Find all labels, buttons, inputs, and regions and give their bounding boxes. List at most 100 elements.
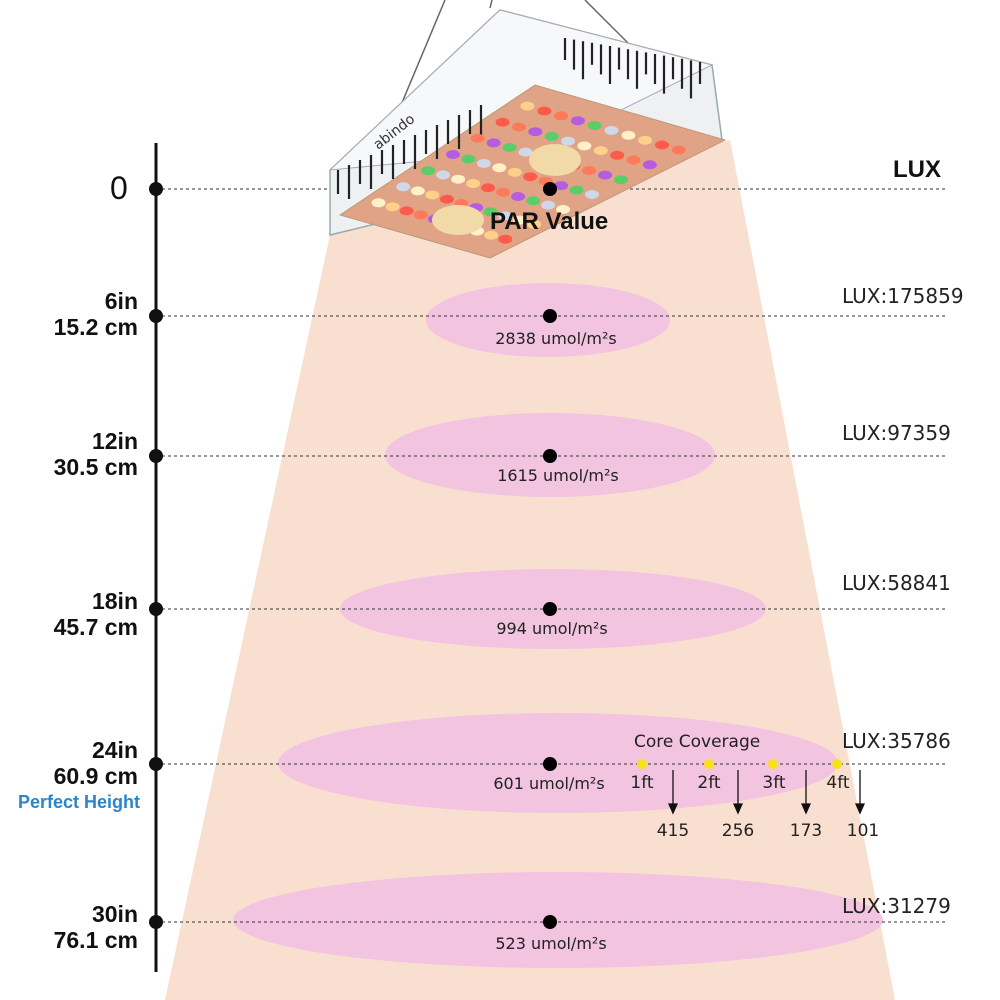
lux-header: LUX <box>893 156 941 183</box>
led-emitter <box>621 130 636 140</box>
coverage-distance-4ft: 4ft <box>826 773 850 793</box>
lux-value-24in: LUX:35786 <box>842 729 951 753</box>
par-value-30in: 523 umol/m²s <box>495 934 607 953</box>
led-emitter <box>466 179 481 188</box>
led-emitter <box>399 206 414 216</box>
height-inches-6in: 6in <box>104 288 138 314</box>
led-emitter <box>582 166 597 175</box>
core-coverage-markers <box>637 759 866 815</box>
par-dot-18in <box>543 602 557 616</box>
coverage-dot-4ft <box>832 759 842 769</box>
led-emitter <box>642 160 657 170</box>
core-coverage-title: Core Coverage <box>634 732 761 752</box>
coverage-distance-3ft: 3ft <box>762 773 786 793</box>
led-emitter <box>655 140 669 150</box>
led-emitter <box>470 133 485 143</box>
led-emitter <box>671 145 686 155</box>
led-emitter <box>421 166 436 176</box>
led-emitter <box>561 136 576 146</box>
led-emitter <box>554 111 569 121</box>
led-emitter <box>413 210 428 220</box>
led-emitter <box>481 183 496 193</box>
led-emitter <box>371 198 386 208</box>
par-dot-6in <box>543 309 557 323</box>
led-emitter <box>496 187 511 197</box>
par-center-dots <box>543 182 557 929</box>
led-emitter <box>502 143 517 152</box>
led-emitter <box>593 146 608 156</box>
led-emitter <box>523 172 538 182</box>
led-emitter <box>585 190 599 199</box>
height-inches-18in: 18in <box>91 588 138 614</box>
led-emitter <box>439 194 454 204</box>
axis-dot-18in <box>149 602 163 616</box>
led-emitter <box>518 147 533 157</box>
height-cm-12in: 30.5 cm <box>53 454 138 480</box>
par-ellipse-24in <box>278 713 838 813</box>
cob-lens-2 <box>432 205 484 235</box>
coverage-dot-1ft <box>637 759 647 769</box>
led-emitter <box>451 174 466 184</box>
led-emitter <box>577 141 592 151</box>
par-value-6in: 2838 umol/m²s <box>495 329 617 348</box>
coverage-dot-3ft <box>768 759 778 769</box>
lux-value-30in: LUX:31279 <box>842 894 951 918</box>
led-emitter <box>527 219 542 229</box>
led-emitter <box>495 117 510 127</box>
led-emitter <box>541 200 556 210</box>
led-emitter <box>484 230 499 240</box>
led-emitter <box>461 154 476 164</box>
height-cm-6in: 15.2 cm <box>53 314 138 340</box>
led-emitter <box>486 138 501 148</box>
led-emitter <box>610 150 625 160</box>
coverage-dot-2ft <box>704 759 714 769</box>
led-emitter <box>626 155 641 165</box>
led-emitter <box>614 175 628 185</box>
led-emitter <box>570 116 585 126</box>
par-ellipse-30in <box>233 872 883 968</box>
led-emitter <box>554 181 569 191</box>
led-emitter <box>544 131 559 141</box>
lux-value-18in: LUX:58841 <box>842 571 951 595</box>
axis-dot-24in <box>149 757 163 771</box>
height-cm-24in: 60.9 cm <box>53 763 138 789</box>
axis-dot-12in <box>149 449 163 463</box>
led-emitter <box>598 170 613 180</box>
axis-dot-0 <box>149 182 163 196</box>
coverage-value-4ft: 101 <box>846 821 880 841</box>
led-emitter <box>526 196 541 206</box>
height-inches-30in: 30in <box>91 901 138 927</box>
led-emitter <box>569 185 584 195</box>
led-emitter <box>498 211 513 221</box>
led-emitter <box>498 234 513 244</box>
par-value-title: PAR Value <box>490 208 609 235</box>
height-inches-12in: 12in <box>91 428 138 454</box>
led-emitter <box>520 101 535 111</box>
par-value-12in: 1615 umol/m²s <box>497 466 619 485</box>
perfect-height-label: Perfect Height <box>18 792 141 812</box>
coverage-distance-2ft: 2ft <box>697 773 721 793</box>
led-emitter <box>638 135 653 145</box>
led-emitter <box>512 122 526 132</box>
height-cm-18in: 45.7 cm <box>53 614 138 640</box>
lux-value-6in: LUX:175859 <box>842 284 964 308</box>
led-emitter <box>512 215 527 225</box>
height-zero-label: 0 <box>110 170 128 206</box>
led-emitter <box>446 150 460 159</box>
led-emitter <box>511 192 526 201</box>
par-dot-24in <box>543 757 557 771</box>
led-emitter <box>587 121 602 131</box>
par-dot-30in <box>543 915 557 929</box>
par-dot-12in <box>543 449 557 463</box>
led-emitter <box>537 106 552 116</box>
led-emitter <box>492 163 507 173</box>
axis-dot-6in <box>149 309 163 323</box>
coverage-distance-1ft: 1ft <box>630 773 654 793</box>
coverage-value-2ft: 256 <box>721 821 755 841</box>
axis-dot-30in <box>149 915 163 929</box>
coverage-value-1ft: 415 <box>656 821 690 841</box>
led-emitter <box>556 204 571 214</box>
coverage-value-3ft: 173 <box>789 821 823 841</box>
